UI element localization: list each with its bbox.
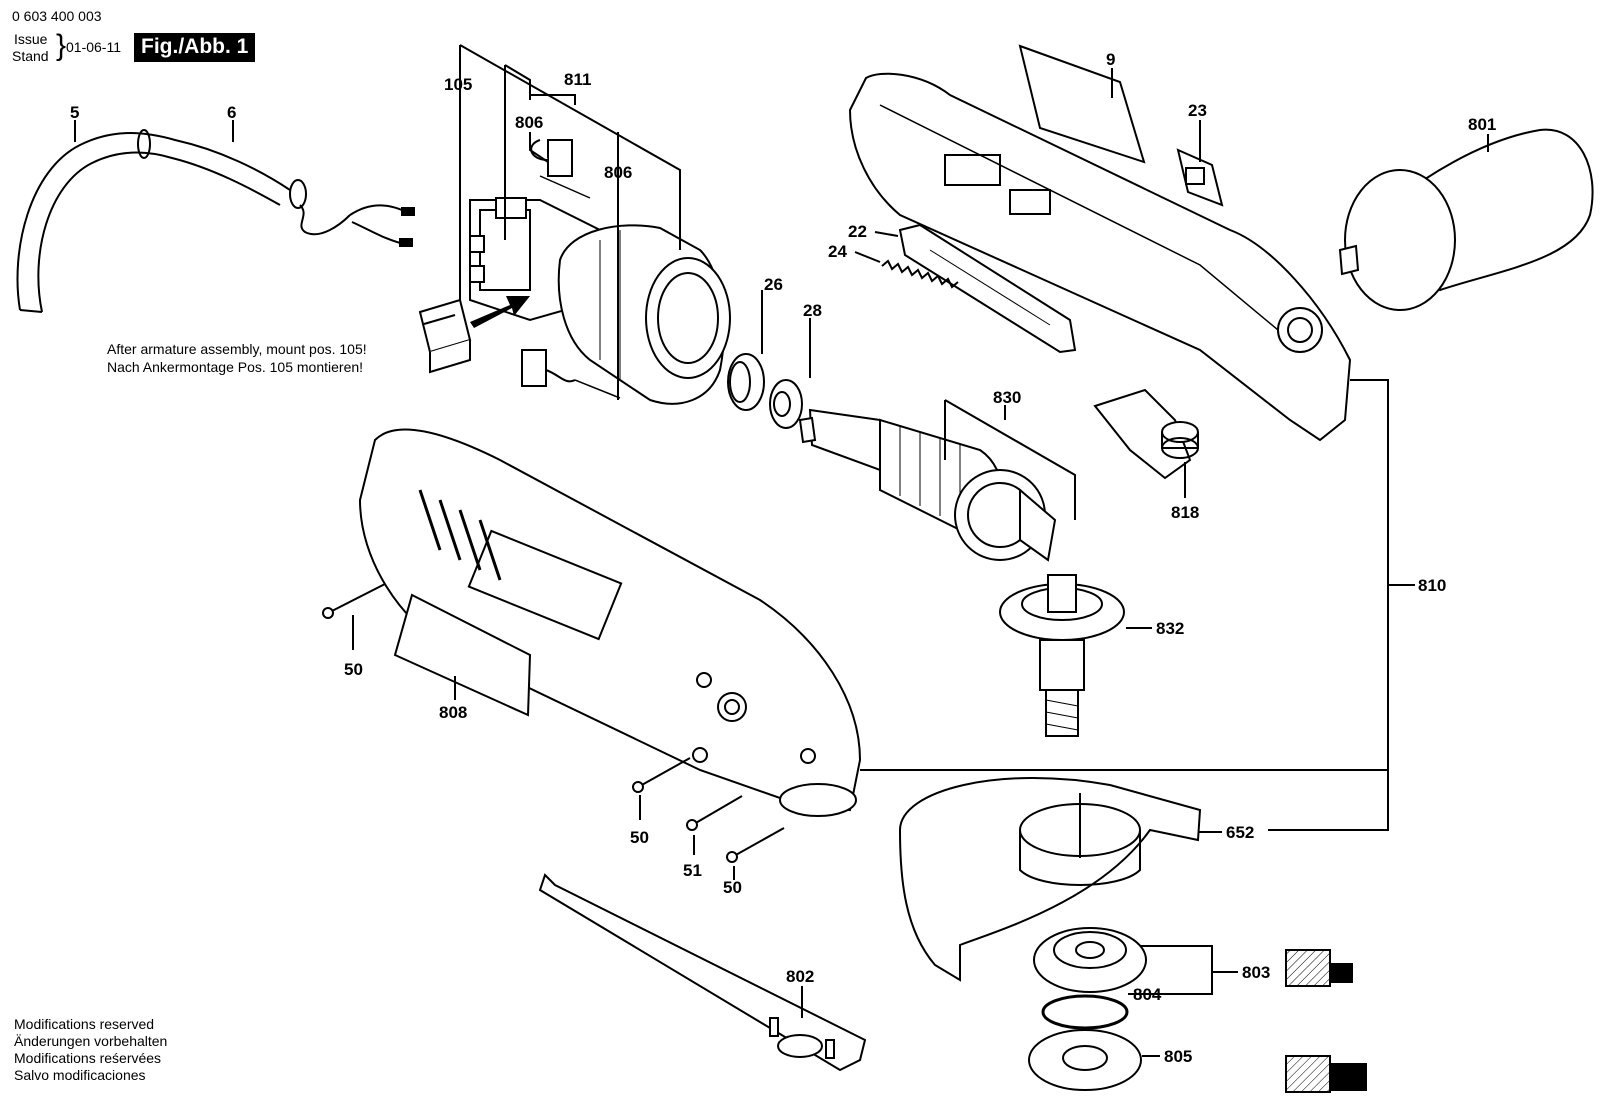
label-51: 51 (683, 861, 702, 880)
side-handle-801 (1338, 128, 1594, 311)
ring-26 (727, 353, 765, 411)
label-5: 5 (70, 103, 79, 122)
leader-lines (74, 44, 1489, 1057)
brace: } (56, 29, 67, 62)
flange-803 (1033, 927, 1147, 993)
guard-652 (898, 776, 1202, 982)
switch-slide-22 (898, 223, 1077, 354)
label-26: 26 (764, 275, 783, 294)
label-plate-9 (1018, 44, 1146, 164)
label-9: 9 (1106, 50, 1115, 69)
spring-24 (881, 259, 959, 289)
label-811: 811 (564, 70, 591, 89)
footer-line-fr: Modifications reśervées (14, 1050, 162, 1066)
o-ring-804 (1041, 994, 1129, 1030)
spanner-802 (538, 873, 867, 1072)
label-803: 803 (1242, 963, 1270, 982)
label-830: 830 (993, 388, 1021, 407)
motor-housing (358, 428, 862, 817)
spindle-lock-818 (1093, 388, 1199, 480)
footer-line-en: Modifications reserved (14, 1016, 155, 1032)
label-652: 652 (1226, 823, 1254, 842)
label-806-top: 806 (515, 113, 543, 132)
power-cable (16, 129, 415, 313)
assembly-note-de: Nach Ankermontage Pos. 105 montieren! (107, 359, 364, 375)
gear-housing (848, 72, 1352, 442)
armature-830 (798, 408, 1057, 562)
label-832: 832 (1156, 619, 1184, 638)
modifications-notice: Modifications reserved Änderungen vorbeh… (14, 1016, 167, 1084)
stator-field (557, 224, 731, 405)
label-801: 801 (1468, 115, 1496, 134)
gear-832 (999, 574, 1125, 737)
screws (322, 583, 785, 863)
clip-105 (418, 298, 472, 374)
bearing-28 (769, 379, 803, 429)
label-23: 23 (1188, 101, 1207, 120)
assembly-note-en: After armature assembly, mount pos. 105! (107, 341, 367, 357)
section-icons (1285, 949, 1367, 1093)
label-28: 28 (803, 301, 822, 320)
label-24: 24 (828, 242, 847, 261)
part-labels: 5 6 105 811 806 806 9 23 801 22 24 26 28… (70, 50, 1496, 1066)
nut-805 (1028, 1029, 1142, 1091)
mount-arrow (470, 296, 530, 328)
footer-line-de: Änderungen vorbehalten (14, 1033, 168, 1049)
label-50-bottom: 50 (723, 878, 742, 897)
figure-badge: Fig./Abb. 1 (134, 33, 256, 62)
label-805: 805 (1164, 1047, 1192, 1066)
brush-holder-assembly (469, 139, 621, 399)
stand-label: Stand (12, 48, 49, 64)
issue-label: Issue (14, 31, 48, 47)
label-808: 808 (439, 703, 467, 722)
part-number: 0 603 400 003 (12, 8, 102, 24)
label-50-top: 50 (344, 660, 363, 679)
label-810: 810 (1418, 576, 1446, 595)
issue-date: 01-06-11 (66, 39, 122, 55)
label-105: 105 (444, 75, 472, 94)
label-806-mid: 806 (604, 163, 632, 182)
label-22: 22 (848, 222, 867, 241)
label-802: 802 (786, 967, 814, 986)
label-6: 6 (227, 103, 236, 122)
label-808 (393, 593, 532, 717)
label-50-mid: 50 (630, 828, 649, 847)
label-804: 804 (1133, 985, 1162, 1004)
footer-line-es: Salvo modificaciones (14, 1067, 146, 1083)
label-818: 818 (1171, 503, 1199, 522)
